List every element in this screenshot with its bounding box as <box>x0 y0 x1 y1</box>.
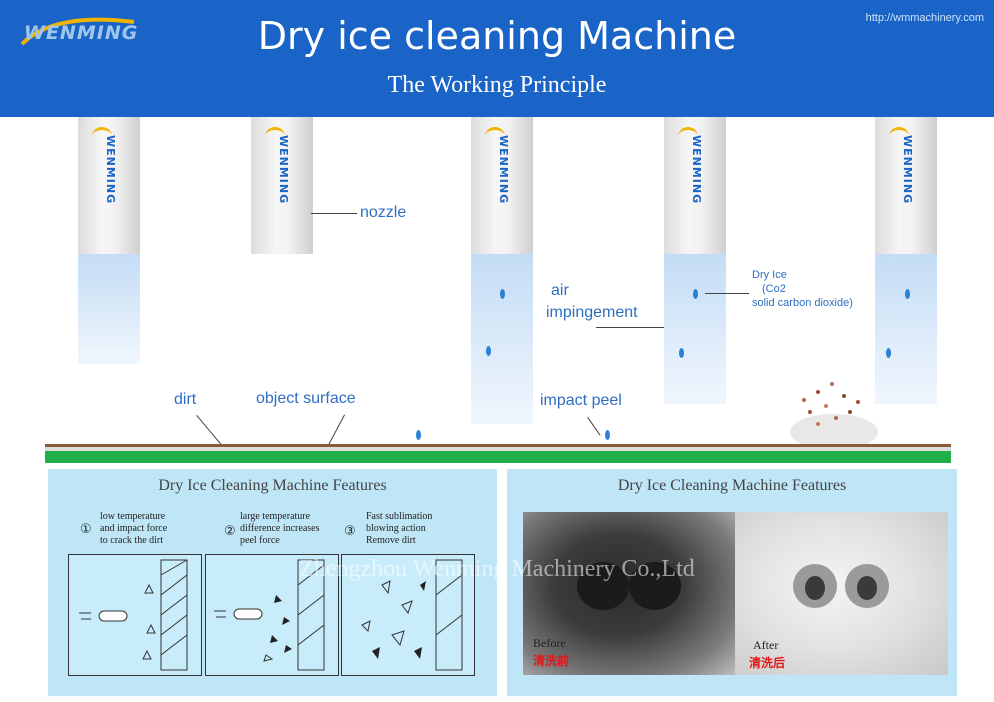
air-stream-1 <box>78 254 140 364</box>
after-label-cn: 清洗后 <box>749 656 786 670</box>
swoosh-icon <box>92 127 112 146</box>
leader-nozzle <box>311 213 357 214</box>
object-surface-layer <box>45 447 951 451</box>
after-photo: After 清洗后 <box>735 512 948 675</box>
nozzle-brand: WENMING <box>104 135 117 205</box>
site-url-link[interactable]: http://wmmachinery.com <box>865 12 984 24</box>
leader-dirt <box>196 415 223 447</box>
peel-force-sketch-icon <box>214 559 325 671</box>
air-stream-5 <box>875 254 937 404</box>
dry-ice-flake <box>500 289 505 299</box>
step-2-text: large temperature difference increases p… <box>240 511 320 546</box>
before-after-photo: Before 清洗前 After 清洗后 <box>523 512 948 675</box>
dry-ice-flake <box>905 289 910 299</box>
step-1-text: low temperature and impact force to crac… <box>100 511 168 546</box>
wenming-logo-icon <box>20 17 135 46</box>
nozzle-brand: WENMING <box>277 135 290 205</box>
dry-ice-flake <box>679 348 684 358</box>
nozzle-3: WENMING <box>471 117 533 254</box>
header-banner: WENMING Dry ice cleaning Machine The Wor… <box>0 0 994 117</box>
step-2-number: ② <box>224 523 236 538</box>
page-title: Dry ice cleaning Machine <box>257 14 737 58</box>
label-dirt: dirt <box>174 391 197 408</box>
label-object-surface: object surface <box>256 390 356 407</box>
nozzle-brand: WENMING <box>497 135 510 205</box>
base-layer <box>45 451 951 463</box>
panel-left-title: Dry Ice Cleaning Machine Features <box>158 477 387 494</box>
swoosh-icon <box>678 127 698 146</box>
air-stream-3 <box>471 254 533 424</box>
label-dry-ice-2: (Co2 <box>762 283 786 295</box>
label-dry-ice-1: Dry Ice <box>752 269 787 281</box>
nozzle-brand: WENMING <box>901 135 914 205</box>
step-1-sketch <box>68 554 202 676</box>
leader-impingement <box>596 327 664 328</box>
swoosh-icon <box>485 127 505 146</box>
step-3-number: ③ <box>344 523 356 538</box>
panel-right-title: Dry Ice Cleaning Machine Features <box>617 477 847 494</box>
logo-text: WENMING <box>24 22 139 44</box>
nozzle-brand: WENMING <box>690 135 703 205</box>
working-principle-diagram: WENMING WENMING WENMING WENMING WENMING <box>0 117 994 467</box>
dirty-holes-icon <box>577 562 681 610</box>
step-2-sketch <box>205 554 339 676</box>
label-nozzle: nozzle <box>360 204 407 221</box>
before-photo: Before 清洗前 <box>523 512 735 675</box>
features-panel-right: Dry Ice Cleaning Machine Features Before… <box>507 469 957 696</box>
label-impingement: impingement <box>546 304 638 321</box>
air-stream-4 <box>664 254 726 404</box>
before-label-cn: 清洗前 <box>533 654 570 668</box>
step-3-text: Fast sublimation blowing action Remove d… <box>366 511 433 546</box>
swoosh-icon <box>889 127 909 146</box>
crack-dirt-sketch-icon <box>79 559 188 671</box>
nozzle-5: WENMING <box>875 117 937 254</box>
step-1-number: ① <box>80 521 92 536</box>
leader-dry-ice <box>705 293 749 294</box>
dry-ice-flake <box>605 430 610 440</box>
page-subtitle: The Working Principle <box>387 72 607 98</box>
dry-ice-flake <box>886 348 891 358</box>
nozzle-1: WENMING <box>78 117 140 254</box>
dry-ice-flake <box>416 430 421 440</box>
nozzle-4: WENMING <box>664 117 726 254</box>
remove-dirt-sketch-icon <box>361 559 463 671</box>
before-label: Before <box>533 636 566 650</box>
label-impact-peel: impact peel <box>540 392 622 409</box>
leader-impact-peel <box>587 417 601 436</box>
after-label: After <box>753 638 779 652</box>
watermark: Zhengzhou Wenming Machinery Co.,Ltd <box>299 556 695 582</box>
swoosh-icon <box>265 127 285 146</box>
dirt-layer <box>45 444 951 447</box>
label-dry-ice-3: solid carbon dioxide) <box>752 297 853 309</box>
dry-ice-flake <box>693 289 698 299</box>
step-3-sketch <box>341 554 475 676</box>
clean-holes-icon <box>793 564 889 608</box>
nozzle-2: WENMING <box>251 117 313 254</box>
dry-ice-flake <box>486 346 491 356</box>
label-air: air <box>551 282 569 299</box>
dirt-debris-cloud <box>790 382 878 450</box>
features-panel-left: Dry Ice Cleaning Machine Features ① low … <box>48 469 497 696</box>
